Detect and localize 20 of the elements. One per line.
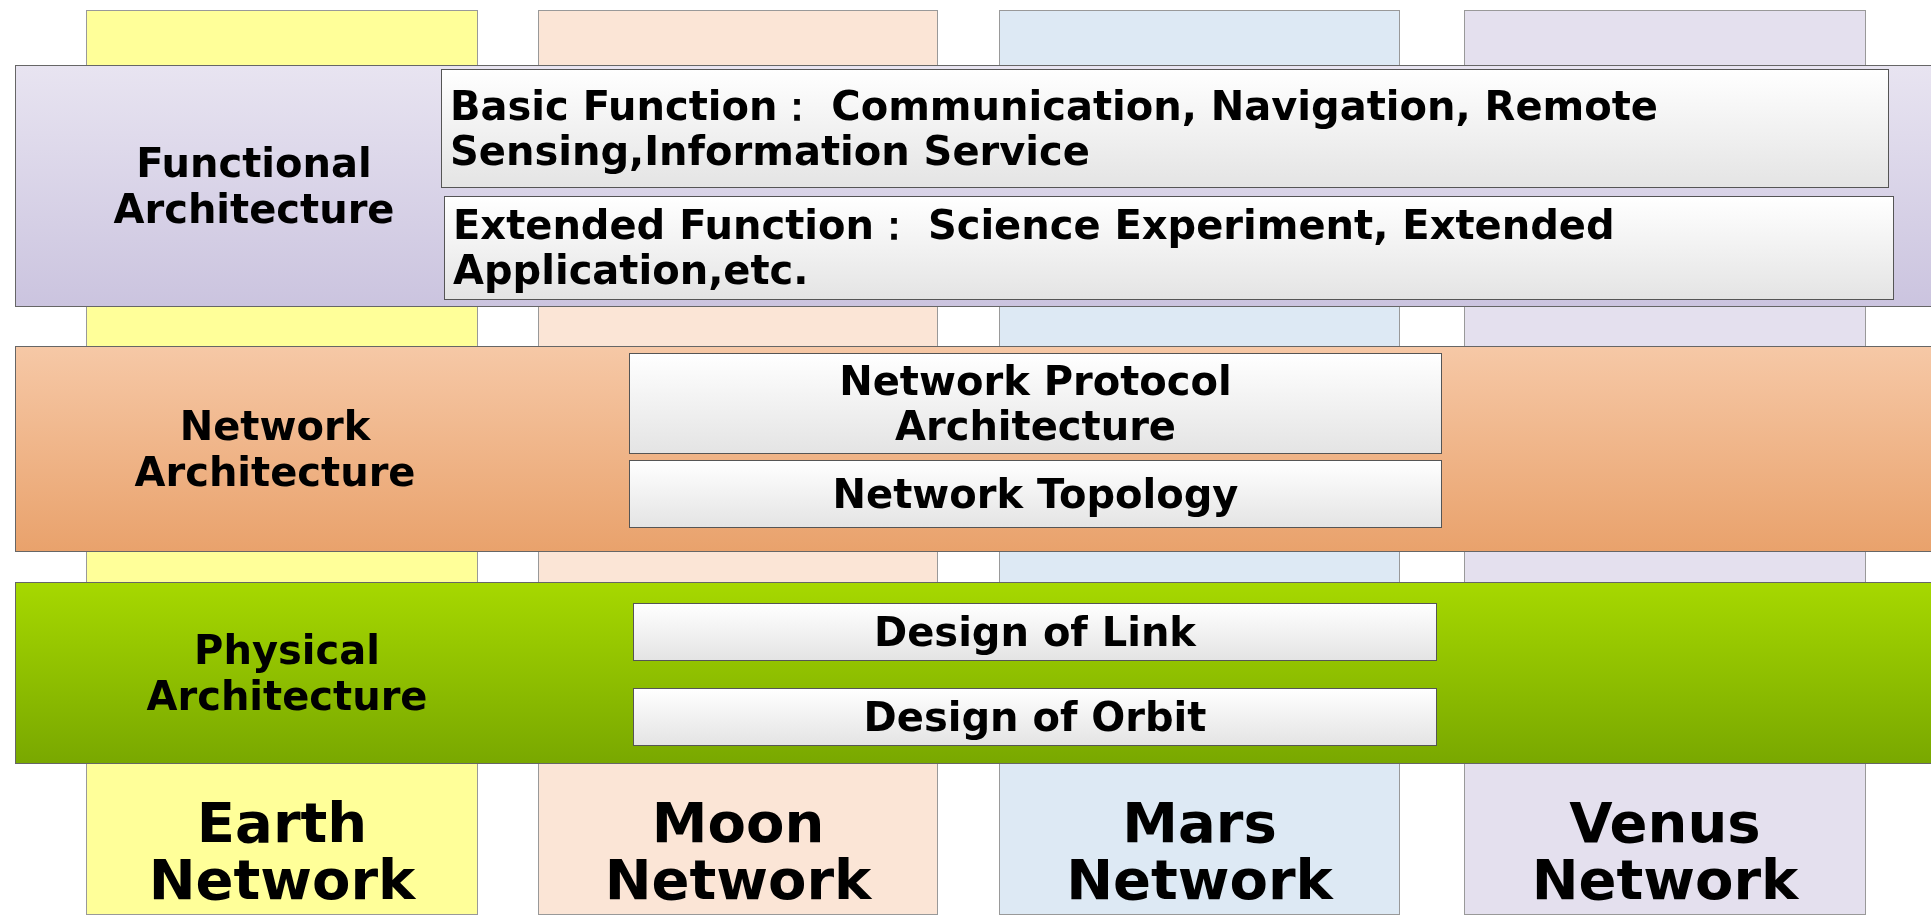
column-title: Moon Network [603, 793, 873, 908]
band-panel [15, 582, 1931, 764]
column-panel [999, 764, 1400, 915]
column-title: Venus Network [1530, 793, 1800, 908]
content-box: Extended Function： Science Experiment, Extended Application,etc. [444, 196, 1894, 300]
column-title: Earth Network [147, 793, 417, 908]
content-box: Network Protocol Architecture [629, 353, 1442, 454]
content-box: Basic Function： Communication, Navigation, Remote Sensing,Information Service [441, 69, 1889, 188]
content-box: Design of Link [633, 603, 1437, 661]
column-panel [86, 764, 478, 915]
band-panel [15, 346, 1931, 552]
content-box: Design of Orbit [633, 688, 1437, 746]
column-panel [1464, 764, 1866, 915]
column-panel [538, 764, 938, 915]
band-panel [15, 65, 1931, 307]
band-title: Functional Architecture [112, 139, 396, 234]
band-title: Network Architecture [133, 402, 417, 497]
content-box: Network Topology [629, 460, 1442, 528]
column-title: Mars Network [1065, 793, 1335, 908]
band-title: Physical Architecture [145, 626, 429, 721]
